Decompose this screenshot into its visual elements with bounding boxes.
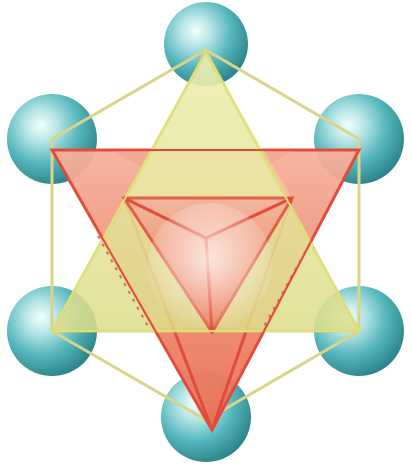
upward-tetra-front-face [124,52,292,198]
center-glow [148,203,272,327]
